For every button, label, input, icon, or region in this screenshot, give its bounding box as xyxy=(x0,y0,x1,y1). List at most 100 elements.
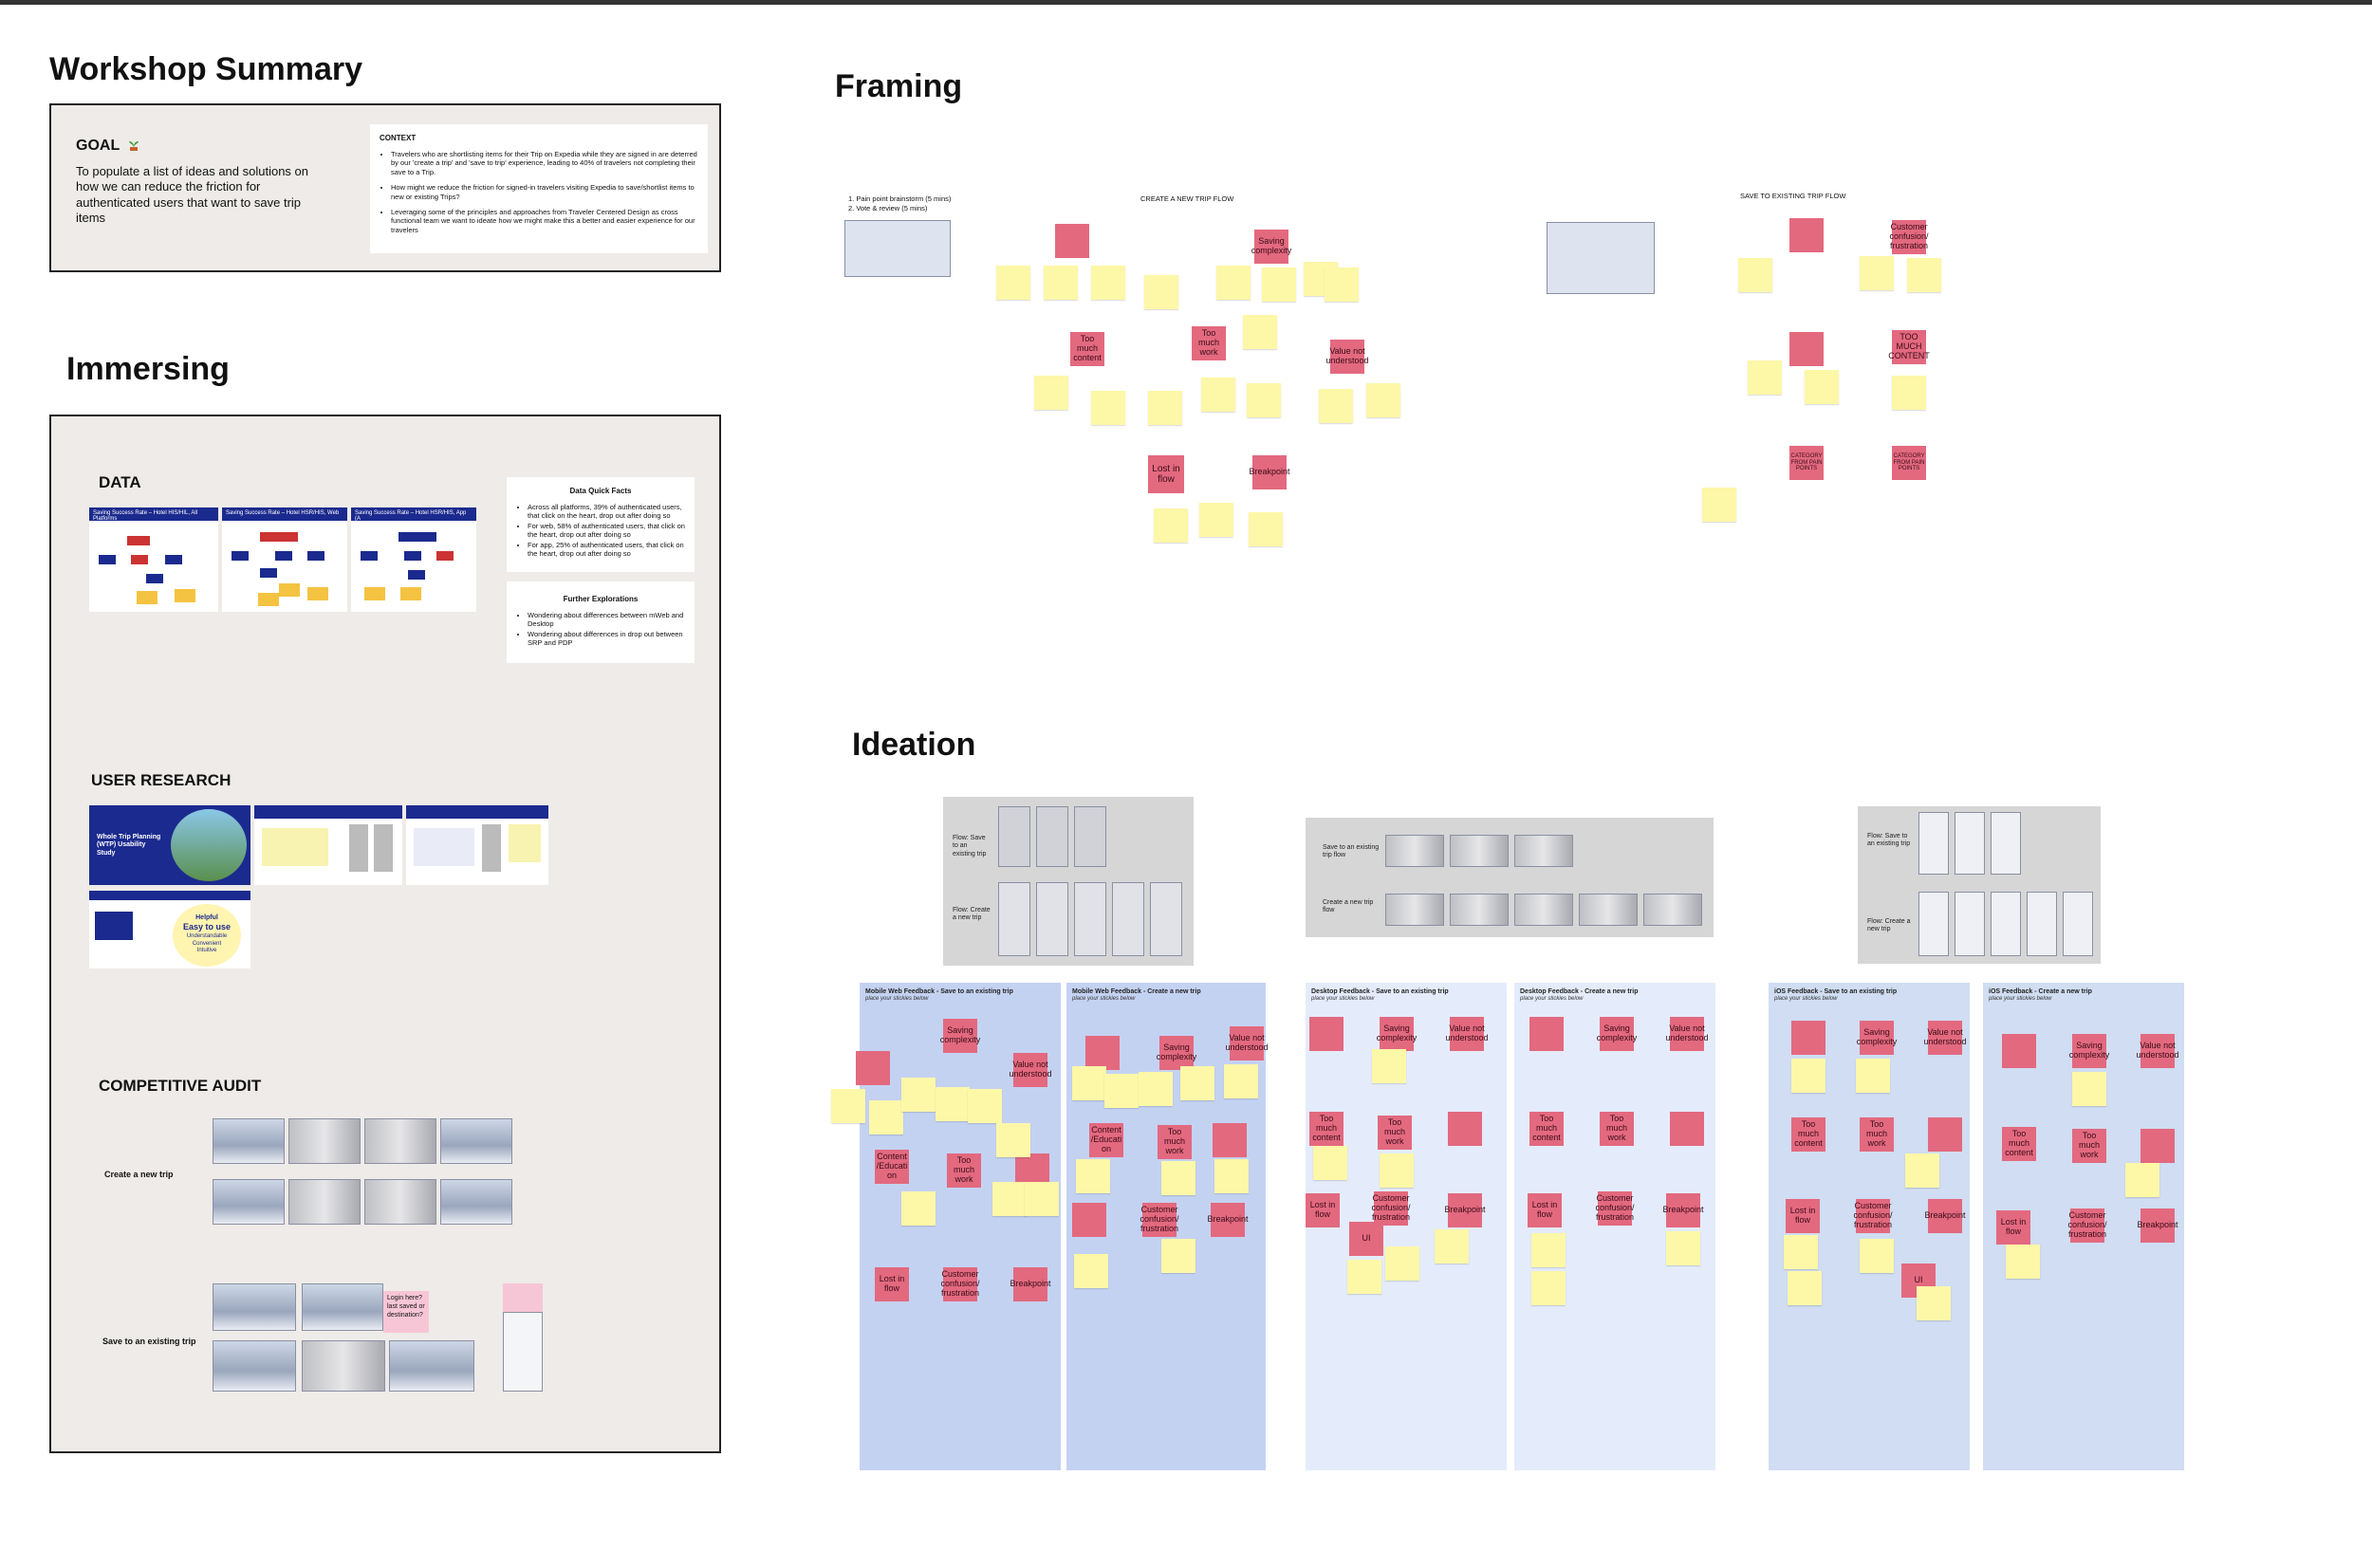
yellow-sticky[interactable] xyxy=(1748,360,1782,395)
pink-sticky-too-much-work[interactable]: Too much work xyxy=(1600,1112,1634,1146)
data-slide[interactable]: Saving Success Rate – Hotel HIS/HIL, All… xyxy=(89,507,218,612)
audit-screenshot[interactable] xyxy=(440,1118,512,1164)
yellow-sticky[interactable] xyxy=(1076,1159,1110,1193)
yellow-sticky[interactable] xyxy=(1738,258,1772,292)
yellow-sticky[interactable] xyxy=(1044,266,1078,300)
yellow-sticky[interactable] xyxy=(1325,267,1359,302)
pink-sticky-breakpoint[interactable]: Breakpoint xyxy=(1249,455,1290,489)
feedback-column-mobile-save[interactable]: Mobile Web Feedback - Save to an existin… xyxy=(831,983,1061,1470)
yellow-sticky[interactable] xyxy=(968,1089,1002,1123)
audit-screenshot[interactable] xyxy=(213,1340,296,1392)
pink-sticky-customer-confusion[interactable]: Customer confusion/ frustration xyxy=(1371,1191,1411,1226)
pink-sticky-value-not-understood[interactable]: Value not understood xyxy=(1665,1017,1709,1051)
yellow-sticky[interactable] xyxy=(1161,1161,1195,1195)
mobile-flow-box[interactable]: Flow: Save to an existing trip Flow: Cre… xyxy=(943,797,1194,966)
pink-sticky-breakpoint[interactable]: Breakpoint xyxy=(1207,1203,1249,1237)
pink-sticky-category[interactable]: CATEGORY FROM PAIN POINTS xyxy=(1789,446,1824,480)
yellow-sticky[interactable] xyxy=(901,1078,936,1112)
yellow-sticky[interactable] xyxy=(936,1087,970,1121)
yellow-sticky[interactable] xyxy=(1319,389,1353,423)
audit-screenshot[interactable] xyxy=(389,1340,474,1392)
yellow-sticky[interactable] xyxy=(996,266,1030,300)
yellow-sticky[interactable] xyxy=(1025,1182,1059,1216)
pink-sticky-breakpoint[interactable]: Breakpoint xyxy=(1010,1267,1051,1301)
yellow-sticky[interactable] xyxy=(1072,1066,1106,1100)
pink-sticky-saving-complexity[interactable]: Saving complexity xyxy=(1251,230,1291,264)
audit-screenshot[interactable] xyxy=(440,1179,512,1225)
ios-flow-box[interactable]: Flow: Save to an existing trip Flow: Cre… xyxy=(1858,806,2101,964)
yellow-sticky[interactable] xyxy=(1366,383,1400,417)
pink-sticky-value-not-understood[interactable]: Value not understood xyxy=(1445,1017,1489,1051)
pink-sticky-lost-in-flow[interactable]: Lost in flow xyxy=(1306,1193,1340,1227)
pink-sticky-too-much-work[interactable]: Too much work xyxy=(947,1153,981,1188)
yellow-sticky[interactable] xyxy=(869,1100,903,1134)
desktop-flow-box[interactable]: Save to an existing trip flow Create a n… xyxy=(1306,818,1714,937)
pink-sticky-customer-confusion[interactable]: Customer confusion/ frustration xyxy=(1853,1199,1893,1233)
yellow-sticky[interactable] xyxy=(2072,1072,2106,1106)
pink-sticky-too-much-work[interactable]: Too much work xyxy=(1192,326,1226,360)
audit-screenshot[interactable] xyxy=(364,1179,436,1225)
pink-sticky-saving-complexity[interactable]: Saving complexity xyxy=(2069,1034,2109,1068)
yellow-sticky[interactable] xyxy=(1161,1239,1195,1273)
pink-note-sticky[interactable] xyxy=(503,1283,543,1314)
summary-frame[interactable]: GOAL To populate a list of ideas and sol… xyxy=(49,103,721,272)
pink-sticky-breakpoint[interactable]: Breakpoint xyxy=(1924,1199,1966,1233)
word-cloud-slide[interactable]: Helpful Easy to use Understandable Conve… xyxy=(89,891,250,968)
feedback-column-mobile-create[interactable]: Mobile Web Feedback - Create a new trip … xyxy=(1066,983,1269,1470)
yellow-sticky[interactable] xyxy=(992,1182,1027,1216)
pink-sticky[interactable] xyxy=(1072,1203,1106,1237)
pink-sticky-too-much-content[interactable]: TOO MUCH CONTENT xyxy=(1888,330,1930,364)
yellow-sticky[interactable] xyxy=(1144,275,1178,309)
yellow-sticky[interactable] xyxy=(831,1089,865,1123)
pink-sticky[interactable] xyxy=(856,1051,890,1085)
pink-sticky-too-much-content[interactable]: Too much content xyxy=(1529,1112,1564,1146)
pink-sticky-customer-confusion[interactable]: Customer confusion/ frustration xyxy=(1889,220,1929,254)
yellow-sticky[interactable] xyxy=(1702,488,1736,522)
feedback-column-ios-save[interactable]: iOS Feedback - Save to an existing trip … xyxy=(1769,983,1970,1470)
context-card[interactable]: CONTEXT Travelers who are shortlisting i… xyxy=(370,124,708,253)
yellow-sticky[interactable] xyxy=(1199,503,1233,537)
pink-sticky-lost-in-flow[interactable]: Lost in flow xyxy=(1148,455,1184,493)
audit-screenshot[interactable] xyxy=(213,1283,296,1331)
yellow-sticky[interactable] xyxy=(1380,1153,1414,1188)
yellow-sticky[interactable] xyxy=(1791,1059,1825,1093)
pink-sticky[interactable] xyxy=(1670,1112,1704,1146)
pink-sticky-value-not-understood[interactable]: Value not understood xyxy=(1009,1053,1052,1087)
yellow-sticky[interactable] xyxy=(1180,1066,1214,1100)
yellow-sticky[interactable] xyxy=(1666,1231,1700,1265)
yellow-sticky[interactable] xyxy=(1860,256,1894,290)
audit-screenshot[interactable] xyxy=(288,1179,361,1225)
pink-sticky-value-not-understood[interactable]: Value not understood xyxy=(2136,1034,2179,1068)
pink-sticky-breakpoint[interactable]: Breakpoint xyxy=(1444,1193,1486,1227)
yellow-sticky[interactable] xyxy=(1262,267,1296,302)
pink-sticky-customer-confusion[interactable]: Customer confusion/ frustration xyxy=(940,1267,980,1301)
yellow-sticky[interactable] xyxy=(1531,1271,1566,1305)
pink-sticky-content-education[interactable]: Content /Educati on xyxy=(875,1150,909,1184)
pink-sticky-customer-confusion[interactable]: Customer confusion/ frustration xyxy=(1140,1203,1179,1237)
research-slide-title[interactable]: Whole Trip Planning (WTP) Usability Stud… xyxy=(89,805,250,885)
yellow-sticky[interactable] xyxy=(2125,1163,2159,1197)
pink-sticky[interactable] xyxy=(1789,218,1824,252)
pink-sticky[interactable] xyxy=(1791,1021,1825,1055)
immersing-frame[interactable]: DATA Saving Success Rate – Hotel HIS/HIL… xyxy=(49,415,721,1453)
pink-sticky-lost-in-flow[interactable]: Lost in flow xyxy=(1786,1199,1820,1233)
yellow-sticky[interactable] xyxy=(1148,391,1182,425)
pink-sticky[interactable] xyxy=(1085,1036,1120,1070)
yellow-sticky[interactable] xyxy=(1154,508,1188,543)
yellow-sticky[interactable] xyxy=(1139,1072,1173,1106)
yellow-sticky[interactable] xyxy=(1892,376,1926,410)
data-slide[interactable]: Saving Success Rate – Hotel HSR/HIS, Web xyxy=(222,507,347,612)
pink-sticky-too-much-work[interactable]: Too much work xyxy=(1860,1117,1894,1152)
pink-sticky-too-much-work[interactable]: Too much work xyxy=(1158,1125,1192,1159)
yellow-sticky[interactable] xyxy=(1905,1153,1939,1188)
pink-sticky-lost-in-flow[interactable]: Lost in flow xyxy=(1528,1193,1562,1227)
pink-sticky-lost-in-flow[interactable]: Lost in flow xyxy=(875,1267,909,1301)
yellow-sticky[interactable] xyxy=(1104,1074,1139,1108)
pink-sticky[interactable] xyxy=(1213,1123,1247,1157)
pink-sticky-saving-complexity[interactable]: Saving complexity xyxy=(1377,1017,1417,1051)
pink-sticky-lost-in-flow[interactable]: Lost in flow xyxy=(1996,1210,2030,1245)
yellow-sticky[interactable] xyxy=(1435,1229,1469,1264)
pink-sticky[interactable] xyxy=(1529,1017,1564,1051)
pink-sticky-saving-complexity[interactable]: Saving complexity xyxy=(1597,1017,1637,1051)
yellow-sticky[interactable] xyxy=(1034,376,1068,410)
